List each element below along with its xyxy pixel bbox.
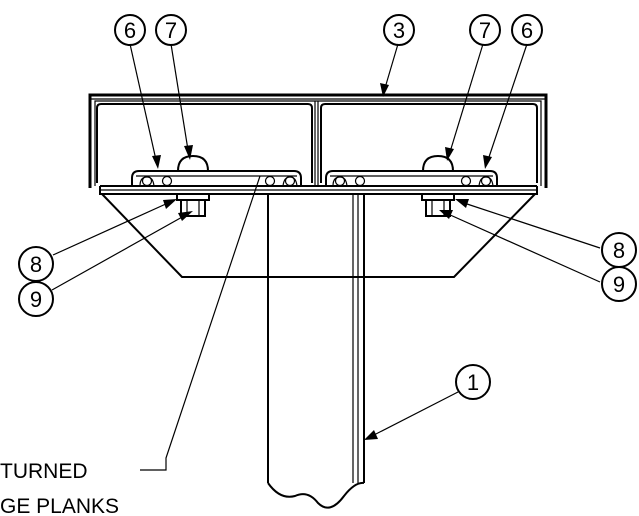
callout-6-left: 6: [114, 14, 146, 46]
callout-6-left-label: 6: [124, 18, 136, 43]
callout-9-right: 9: [601, 266, 637, 302]
right-plank: [320, 103, 538, 183]
support-bracket: [99, 185, 538, 278]
callout-6-right-label: 6: [521, 18, 533, 43]
post: [267, 194, 365, 509]
note-line-1: TURNED: [0, 460, 88, 483]
callout-7-right: 7: [469, 14, 501, 46]
right-clamp-plate: [325, 170, 498, 187]
left-plank: [96, 103, 313, 183]
callout-1-label: 1: [467, 370, 479, 395]
right-nut-washer: [421, 193, 455, 217]
post-break-line: [267, 481, 365, 509]
callout-8-right: 8: [601, 232, 637, 268]
callout-6-right: 6: [511, 14, 543, 46]
callout-7-left-label: 7: [165, 18, 177, 43]
right-bolt-dome: [422, 154, 454, 172]
callout-1: 1: [455, 364, 491, 400]
callout-8-left-label: 8: [30, 252, 42, 277]
cap-planks: [88, 93, 548, 188]
left-clamp-plate: [131, 170, 302, 187]
callout-9-left-label: 9: [30, 287, 42, 312]
callout-7-right-label: 7: [479, 18, 491, 43]
callout-3-label: 3: [393, 18, 405, 43]
callout-8-right-label: 8: [613, 238, 625, 263]
leader-lines: [51, 43, 601, 471]
callout-8-left: 8: [18, 246, 54, 282]
cap-outer-shell: [88, 93, 548, 188]
left-bolt-dome: [177, 154, 209, 172]
callout-9-right-label: 9: [613, 272, 625, 297]
left-nut-washer: [176, 193, 210, 217]
note-line-2: GE PLANKS: [0, 495, 119, 516]
callout-9-left: 9: [18, 281, 54, 317]
callout-3: 3: [383, 14, 415, 46]
callout-7-left: 7: [155, 14, 187, 46]
